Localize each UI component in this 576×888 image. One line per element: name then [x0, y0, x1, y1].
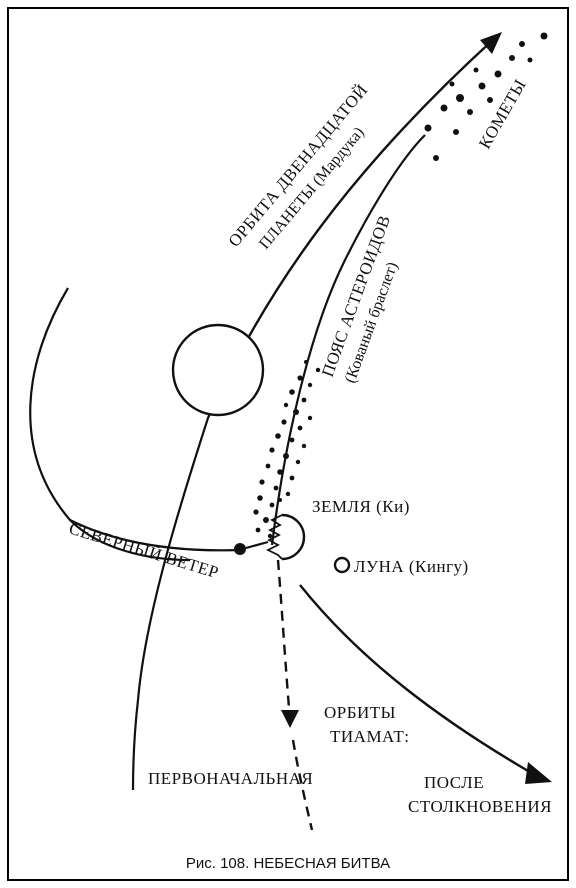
label-moon: ЛУНА (Кингу): [354, 557, 469, 576]
tiamat-original-arrowhead: [281, 710, 299, 728]
label-orbits-tiamat-line1: ОРБИТЫ: [324, 703, 396, 722]
north-wind-dot: [234, 543, 246, 555]
north-wind-connector: [246, 542, 268, 548]
label-after-collision-line1: ПОСЛЕ: [424, 773, 484, 792]
tiamat-original-orbit: [278, 560, 290, 720]
label-after-collision-line2: СТОЛКНОВЕНИЯ: [408, 797, 552, 816]
moon-circle: [335, 558, 349, 572]
tiamat-after-arrowhead: [525, 762, 552, 784]
marduk-planet: [173, 325, 263, 415]
inner-orbit-arc: [133, 418, 208, 790]
north-wind-orbit-arc: [30, 288, 190, 560]
label-earth: ЗЕМЛЯ (Ки): [312, 497, 410, 516]
label-orbit-twelfth-line1: ОРБИТА ДВЕНАДЦАТОЙ: [225, 80, 372, 250]
label-orbits-tiamat-line2: ТИАМАТ:: [330, 727, 409, 746]
earth-shape: [282, 515, 304, 559]
label-original-orbit: ПЕРВОНАЧАЛЬНАЯ: [148, 769, 313, 788]
figure-caption: Рис. 108. НЕБЕСНАЯ БИТВА: [186, 855, 390, 872]
marduk-orbit-arrowhead: [480, 32, 502, 54]
tiamat-after-orbit: [300, 585, 535, 775]
